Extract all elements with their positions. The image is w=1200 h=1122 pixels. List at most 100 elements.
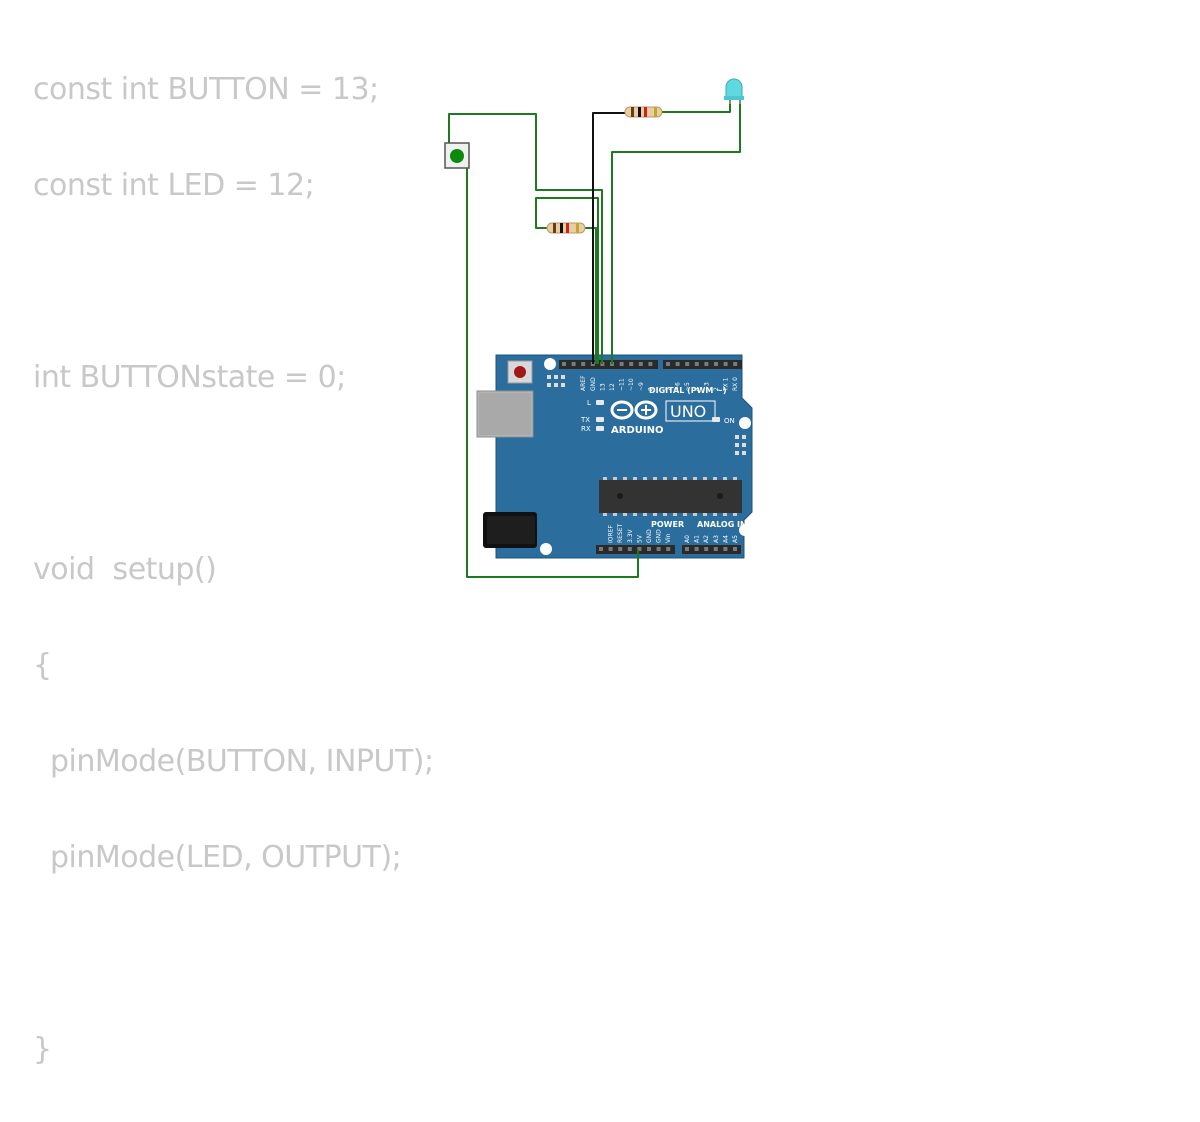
power-pin-label: GND	[656, 529, 663, 543]
header-pin[interactable]	[648, 362, 653, 366]
header-pin[interactable]	[619, 362, 624, 366]
header-pin[interactable]	[666, 547, 671, 551]
digital-pin-label: ~10	[628, 378, 635, 391]
code-line: const int LED = 12;	[33, 168, 315, 203]
header-pin[interactable]	[581, 362, 586, 366]
digital-label: DIGITAL (PWM ~)	[649, 386, 727, 395]
analog-pin-label: A1	[694, 535, 701, 543]
power-pin-label: 3.3V	[627, 528, 634, 543]
rx-led-label: RX	[581, 425, 591, 433]
wire-gnd-to-led-resistor[interactable]	[592, 112, 625, 364]
header-pin[interactable]	[694, 547, 699, 551]
code-line	[33, 930, 434, 978]
reset-button-cap[interactable]	[514, 366, 526, 378]
led-bulb	[725, 78, 743, 99]
power-header	[596, 545, 675, 554]
digital-pin-label: AREF	[580, 375, 587, 391]
mounting-hole	[739, 417, 751, 429]
header-pin[interactable]	[629, 362, 634, 366]
usb-connector-inner	[479, 393, 531, 435]
wire-gnd-to-pulldown[interactable]	[585, 227, 597, 364]
header-pin[interactable]	[647, 547, 651, 551]
analog-pin-label: A2	[703, 535, 710, 543]
icsp-header	[547, 375, 565, 387]
code-line: void setup()	[33, 552, 217, 587]
digital-pin-label: RX 0	[732, 377, 739, 391]
chip-leg	[603, 477, 607, 480]
logo-symbols	[617, 405, 651, 415]
header-pin[interactable]	[723, 547, 728, 551]
tx-led-label: TX	[580, 416, 590, 424]
header-pin[interactable]	[562, 362, 566, 366]
resistor-band	[576, 223, 579, 233]
header-pin[interactable]	[694, 362, 699, 366]
digital-pin-label: TX 1	[723, 377, 730, 392]
header-pin[interactable]	[608, 547, 613, 551]
header-pin[interactable]	[723, 362, 728, 366]
digital-header-left	[559, 360, 658, 369]
wires	[448, 100, 741, 578]
digital-pin-label: 8	[647, 387, 654, 391]
code-line: const int BUTTON = 13;	[33, 72, 379, 107]
header-pin[interactable]	[627, 547, 632, 551]
analog-label: ANALOG IN	[697, 520, 747, 529]
wire-button-to-pin13[interactable]	[448, 113, 603, 364]
chip-leg	[643, 477, 647, 480]
led[interactable]	[724, 78, 744, 104]
power-jack-inner	[487, 516, 535, 544]
header-pin[interactable]	[714, 362, 718, 366]
header-pin[interactable]	[571, 362, 576, 366]
chip-legs	[603, 477, 737, 516]
wire-pin12-to-led[interactable]	[611, 100, 741, 364]
chip-leg	[683, 477, 687, 480]
wire-resistor-to-led[interactable]	[662, 100, 731, 113]
digital-pin-label: 2	[713, 387, 720, 391]
on-led-label: ON	[724, 417, 735, 425]
header-pin[interactable]	[638, 362, 643, 366]
chip-leg	[673, 477, 677, 480]
header-pin[interactable]	[733, 547, 737, 551]
button-cap[interactable]	[450, 149, 464, 163]
header-pin[interactable]	[704, 362, 709, 366]
analog-header	[682, 545, 741, 554]
header-pin[interactable]	[666, 362, 670, 366]
l-led-label: L	[587, 399, 591, 407]
pulldown-resistor[interactable]	[546, 222, 586, 234]
chip-leg	[613, 477, 617, 480]
header-pin[interactable]	[685, 362, 690, 366]
digital-pin-label: ~9	[638, 382, 645, 391]
power-pin-label: IOREF	[608, 525, 615, 543]
chip-leg	[703, 477, 707, 480]
wire-pulldown-to-button[interactable]	[535, 197, 599, 364]
header-pin[interactable]	[675, 362, 680, 366]
digital-pin-label: 4	[694, 387, 701, 391]
push-button[interactable]	[444, 142, 470, 169]
header-pin[interactable]	[704, 547, 709, 551]
header-pin[interactable]	[599, 547, 603, 551]
header-pin[interactable]	[713, 547, 718, 551]
led-resistor[interactable]	[624, 106, 663, 118]
chip-dot	[617, 493, 623, 499]
model-box	[665, 400, 716, 422]
tx-led	[596, 417, 604, 422]
chip-leg	[653, 477, 657, 480]
code-line: {	[33, 648, 52, 683]
wire-5v-to-button[interactable]	[466, 168, 639, 578]
mounting-hole	[540, 543, 552, 555]
header-pin[interactable]	[685, 547, 689, 551]
header-pin[interactable]	[656, 547, 661, 551]
power-pin-label: 5V	[636, 534, 643, 543]
header-pin[interactable]	[637, 547, 642, 551]
power-label: POWER	[651, 520, 684, 529]
header-pin[interactable]	[618, 547, 623, 551]
digital-header-right	[663, 360, 742, 369]
chip-leg	[653, 513, 657, 516]
resistor-band	[560, 223, 563, 233]
code-line: pinMode(BUTTON, INPUT);	[50, 744, 434, 779]
header-pin[interactable]	[733, 362, 738, 366]
resistor-band	[631, 107, 634, 117]
chip-leg	[733, 513, 737, 516]
